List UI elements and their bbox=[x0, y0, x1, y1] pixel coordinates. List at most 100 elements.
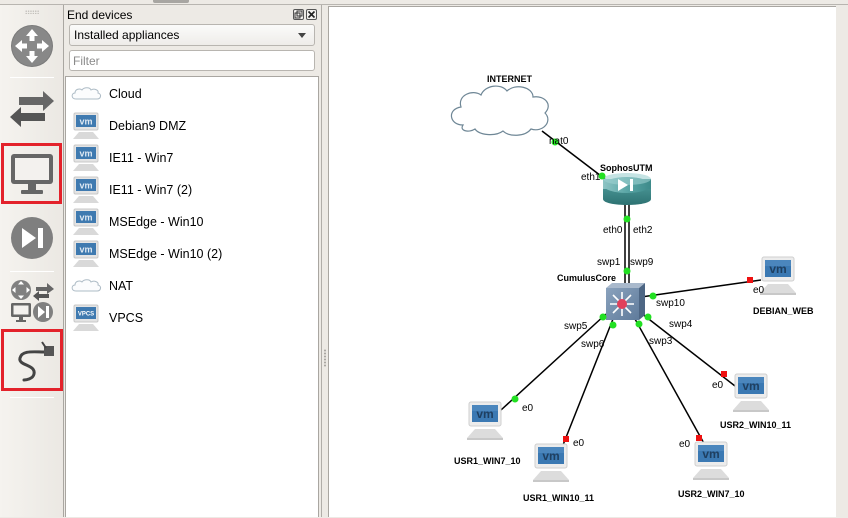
node-internet[interactable]: INTERNET bbox=[450, 74, 549, 136]
window-top-edge bbox=[0, 0, 848, 5]
vm-computer-icon: vm bbox=[70, 111, 102, 141]
link-core-usr2-win7[interactable] bbox=[634, 318, 707, 448]
port-status-down bbox=[696, 435, 702, 441]
play-pause-icon bbox=[11, 217, 53, 259]
port-label: swp1 bbox=[597, 257, 621, 268]
node-label: CumulusCore bbox=[557, 273, 616, 283]
panel-splitter-handle[interactable] bbox=[321, 5, 328, 517]
topology-canvas[interactable]: vm INTERNET bbox=[328, 6, 836, 517]
browse-end-devices-button[interactable] bbox=[1, 143, 62, 204]
vm-computer-icon bbox=[466, 401, 504, 441]
node-debian-web[interactable]: DEBIAN_WEB bbox=[753, 256, 814, 316]
device-list: Cloud vm Debian9 DMZ vm IE11 - Win7 vm I… bbox=[65, 76, 319, 517]
end-devices-dock: End devices Installed appliances Cloud v… bbox=[64, 5, 321, 517]
port-label: eth2 bbox=[633, 225, 653, 236]
vm-computer-icon: vm bbox=[70, 175, 102, 205]
vm-computer-icon bbox=[759, 256, 797, 296]
node-label: SophosUTM bbox=[600, 163, 653, 173]
float-icon bbox=[294, 10, 303, 19]
appliance-category-select[interactable]: Installed appliances bbox=[69, 24, 315, 46]
svg-text:vm: vm bbox=[79, 149, 92, 159]
port-label: nat0 bbox=[549, 136, 569, 147]
node-label: USR1_WIN10_11 bbox=[523, 493, 594, 503]
switch-arrows-icon bbox=[10, 91, 54, 127]
link-core-usr2-win10[interactable] bbox=[640, 312, 736, 387]
svg-text:VPCS: VPCS bbox=[78, 312, 94, 318]
cloud-icon bbox=[70, 271, 102, 301]
svg-text:vm: vm bbox=[79, 117, 92, 127]
list-item-debian9-dmz[interactable]: vm Debian9 DMZ bbox=[70, 111, 310, 141]
list-item-msedge-win10-2[interactable]: vm MSEdge - Win10 (2) bbox=[70, 239, 310, 269]
svg-text:vm: vm bbox=[79, 245, 92, 255]
svg-text:vm: vm bbox=[79, 213, 92, 223]
filter-input[interactable] bbox=[69, 50, 315, 71]
svg-text:vm: vm bbox=[79, 181, 92, 191]
browse-all-devices-button[interactable] bbox=[4, 273, 60, 329]
toolbar-separator bbox=[10, 77, 54, 78]
port-label: e0 bbox=[712, 380, 724, 391]
port-status-up bbox=[609, 321, 617, 329]
port-label: e0 bbox=[753, 285, 765, 296]
dock-float-button[interactable] bbox=[293, 9, 304, 20]
port-status-up bbox=[623, 215, 631, 223]
vm-computer-icon bbox=[692, 441, 730, 481]
node-usr1-win7-10[interactable]: USR1_WIN7_10 bbox=[454, 401, 521, 466]
port-labels: nat0 eth1 eth0 eth2 swp1 swp9 swp10 swp5… bbox=[522, 136, 765, 450]
browse-security-devices-button[interactable] bbox=[4, 210, 60, 266]
list-item-ie11-win7-2[interactable]: vm IE11 - Win7 (2) bbox=[70, 175, 310, 205]
link-core-usr1-win7[interactable] bbox=[500, 313, 607, 411]
port-label: e0 bbox=[573, 438, 585, 449]
topology-svg: vm INTERNET bbox=[450, 74, 814, 503]
link-core-usr1-win10[interactable] bbox=[562, 318, 614, 446]
cloud-icon bbox=[450, 85, 549, 136]
dock-title: End devices bbox=[67, 8, 133, 22]
close-icon bbox=[307, 10, 316, 19]
cable-icon bbox=[18, 341, 54, 382]
node-label: USR2_WIN10_11 bbox=[720, 420, 791, 430]
port-status-down bbox=[747, 277, 753, 283]
port-label: eth0 bbox=[603, 225, 623, 236]
toolbar-separator bbox=[10, 271, 54, 272]
select-value: Installed appliances bbox=[74, 28, 180, 42]
link-internet-sophos[interactable] bbox=[541, 130, 606, 180]
port-label: swp9 bbox=[630, 257, 654, 268]
play-pause-icon bbox=[618, 179, 633, 191]
node-sophos-utm[interactable]: SophosUTM bbox=[600, 163, 653, 205]
dock-close-button[interactable] bbox=[306, 9, 317, 20]
router-icon bbox=[11, 25, 53, 67]
port-label: swp4 bbox=[669, 319, 693, 330]
tab-hint bbox=[153, 0, 189, 3]
port-label: swp5 bbox=[564, 321, 588, 332]
vm-computer-icon: vm bbox=[70, 143, 102, 173]
node-label: INTERNET bbox=[487, 74, 533, 84]
list-item-nat[interactable]: NAT bbox=[70, 271, 310, 301]
port-status-down bbox=[721, 371, 727, 377]
port-status-up bbox=[511, 395, 519, 403]
list-item-ie11-win7[interactable]: vm IE11 - Win7 bbox=[70, 143, 310, 173]
node-usr2-win7-10[interactable]: USR2_WIN7_10 bbox=[678, 441, 745, 499]
list-item-vpcs[interactable]: VPCS VPCS bbox=[70, 303, 310, 333]
all-devices-icon bbox=[11, 280, 54, 322]
browse-routers-button[interactable] bbox=[4, 18, 60, 74]
vm-computer-icon: vm bbox=[70, 239, 102, 269]
add-link-button[interactable] bbox=[1, 329, 63, 391]
port-status-up bbox=[635, 320, 643, 328]
vpcs-computer-icon: VPCS bbox=[70, 303, 102, 333]
monitor-icon bbox=[10, 153, 53, 194]
node-usr1-win10-11[interactable]: USR1_WIN10_11 bbox=[523, 443, 594, 503]
port-label: e0 bbox=[522, 403, 534, 414]
node-cumulus-core[interactable]: CumulusCore bbox=[557, 273, 645, 320]
node-usr2-win10-11[interactable]: USR2_WIN10_11 bbox=[720, 373, 791, 430]
vm-computer-icon bbox=[532, 443, 570, 483]
port-label: swp3 bbox=[649, 336, 673, 347]
list-item-msedge-win10[interactable]: vm MSEdge - Win10 bbox=[70, 207, 310, 237]
port-label: swp10 bbox=[656, 298, 685, 309]
browse-switches-button[interactable] bbox=[4, 81, 60, 137]
device-toolbar bbox=[0, 5, 64, 517]
link-core-debian-web[interactable] bbox=[640, 279, 762, 298]
port-label: eth1 bbox=[581, 172, 601, 183]
topology-links bbox=[500, 130, 762, 448]
list-item-cloud[interactable]: Cloud bbox=[70, 79, 310, 109]
splitter-grip bbox=[324, 349, 326, 367]
toolbar-grip-handle[interactable] bbox=[25, 10, 39, 14]
